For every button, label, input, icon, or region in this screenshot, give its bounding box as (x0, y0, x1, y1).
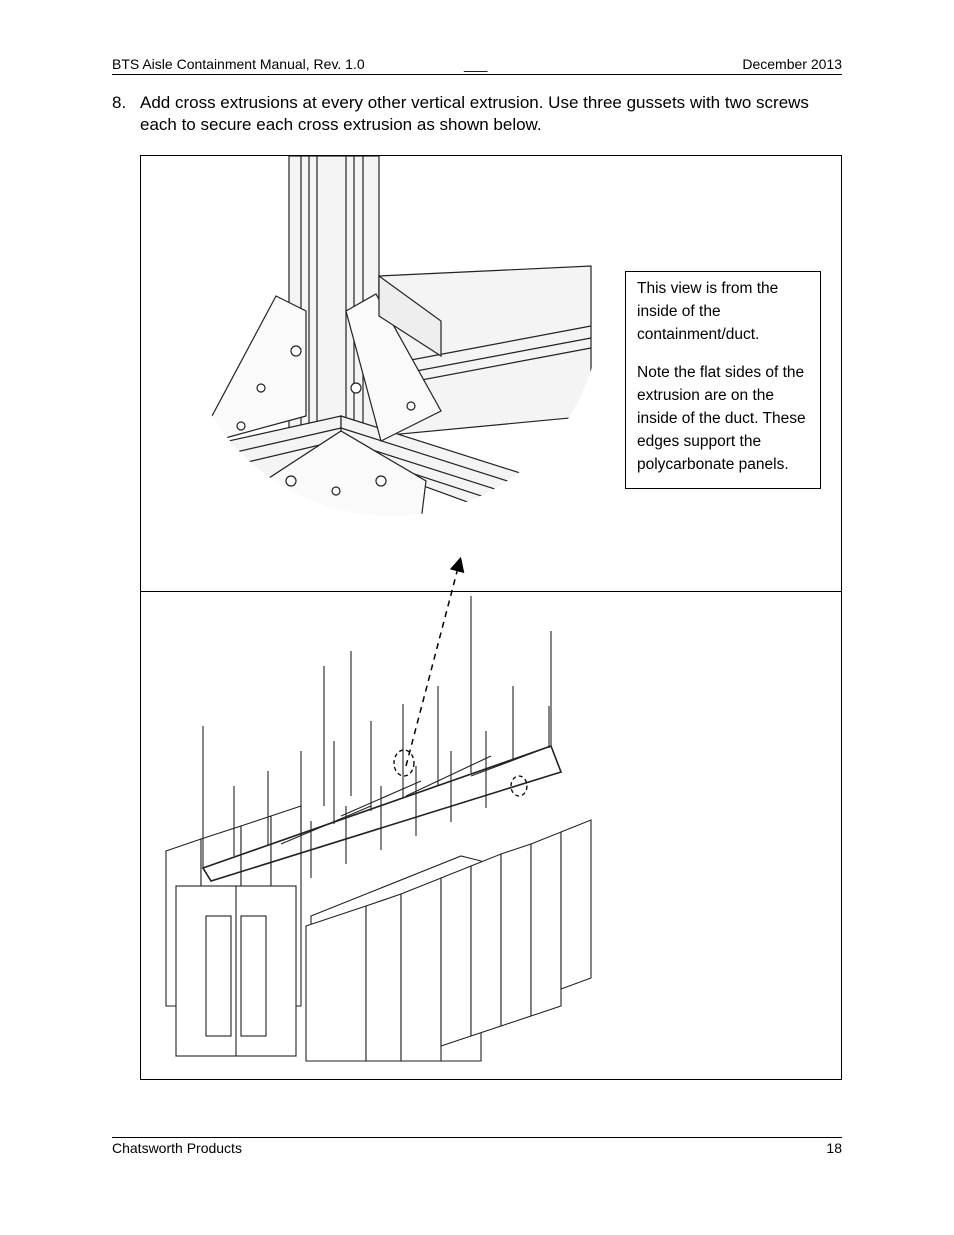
callout-box: This view is from the inside of the cont… (625, 271, 821, 489)
header-date: December 2013 (742, 56, 842, 72)
step-text: Add cross extrusions at every other vert… (140, 93, 809, 134)
figure-frame: This view is from the inside of the cont… (140, 155, 842, 1080)
gusset-detail-view (181, 156, 592, 516)
page-footer: Chatsworth Products 18 (112, 1137, 842, 1156)
joint-marker-right (510, 775, 528, 797)
callout-paragraph-1: This view is from the inside of the cont… (637, 280, 779, 343)
manual-title: BTS Aisle Containment Manual, Rev. 1.0 (112, 56, 365, 72)
company-name: Chatsworth Products (112, 1140, 242, 1156)
page-header: BTS Aisle Containment Manual, Rev. 1.0 _… (112, 56, 842, 75)
step-number: 8. (112, 93, 127, 112)
figure-divider (141, 591, 841, 592)
detail-pointer-arrow (405, 556, 465, 767)
header-separator: ___ (464, 56, 488, 72)
callout-paragraph-2: Note the flat sides of the extrusion are… (637, 364, 806, 473)
detail-location-marker (393, 749, 415, 777)
assembly-illustration (165, 156, 592, 1062)
containment-overview (165, 596, 592, 1062)
page-number: 18 (826, 1140, 842, 1156)
